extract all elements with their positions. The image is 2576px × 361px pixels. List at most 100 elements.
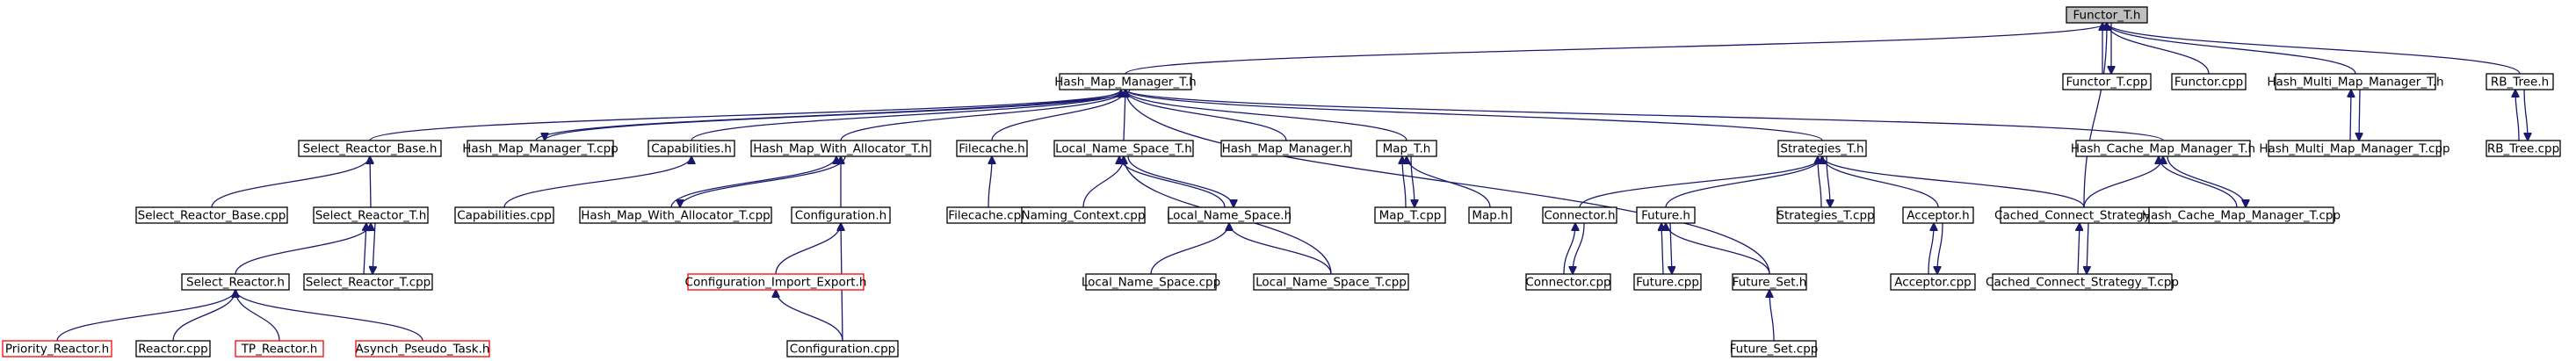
node-box[interactable] <box>1731 340 1817 357</box>
node-box[interactable] <box>2062 73 2152 90</box>
node-box[interactable] <box>2 340 112 357</box>
node-future-set-h[interactable]: Future_Set.h <box>1732 273 1807 291</box>
node-rb-tree-h[interactable]: RB_Tree.h <box>2486 73 2554 90</box>
node-connector-h[interactable]: Connector.h <box>1542 206 1617 224</box>
node-asynch-pseudo-task-h[interactable]: Asynch_Pseudo_Task.h <box>355 340 490 357</box>
node-select-reactor-t-cpp[interactable]: Select_Reactor_T.cpp <box>303 273 433 291</box>
node-box[interactable] <box>1253 273 1409 291</box>
node-hash-map-manager-t-cpp[interactable]: Hash_Map_Manager_T.cpp <box>462 140 619 157</box>
node-box[interactable] <box>181 273 290 291</box>
node-box[interactable] <box>1085 273 1217 291</box>
node-box[interactable] <box>1776 206 1875 224</box>
node-hash-map-with-allocator-t-cpp[interactable]: Hash_Map_With_Allocator_T.cpp <box>579 206 772 224</box>
node-naming-context-cpp[interactable]: Naming_Context.cpp <box>1021 206 1146 224</box>
node-hash-map-manager-t-h[interactable]: Hash_Map_Manager_T.h <box>1054 73 1197 90</box>
edge-hash-map-with-allocator-t-cpp-to-hash-map-with-allocator-t-h <box>670 156 836 208</box>
node-tp-reactor-h[interactable]: TP_Reactor.h <box>235 340 324 357</box>
node-cached-connect-strategy-t-cpp[interactable]: Cached_Connect_Strategy_T.cpp <box>1986 273 2179 291</box>
node-box[interactable] <box>1220 140 1352 157</box>
node-box[interactable] <box>687 273 865 291</box>
node-map-t-cpp[interactable]: Map_T.cpp <box>1374 206 1446 224</box>
node-box[interactable] <box>1633 273 1702 291</box>
node-box[interactable] <box>2148 206 2334 224</box>
node-box[interactable] <box>135 206 288 224</box>
node-box[interactable] <box>2171 73 2247 90</box>
node-box[interactable] <box>303 273 433 291</box>
node-box[interactable] <box>1890 273 1976 291</box>
node-box[interactable] <box>2075 140 2251 157</box>
node-box[interactable] <box>1021 206 1146 224</box>
node-hash-map-with-allocator-t-h[interactable]: Hash_Map_With_Allocator_T.h <box>750 140 931 157</box>
node-map-t-h[interactable]: Map_T.h <box>1376 140 1437 157</box>
node-functor-t-cpp[interactable]: Functor_T.cpp <box>2062 73 2152 90</box>
node-box[interactable] <box>1542 206 1617 224</box>
node-map-h[interactable]: Map.h <box>1468 206 1512 224</box>
node-box[interactable] <box>355 340 490 357</box>
node-box[interactable] <box>791 206 891 224</box>
node-cached-connect-strategy-t-h[interactable]: Cached_Connect_Strategy_T.h <box>1994 206 2174 224</box>
node-local-name-space-t-cpp[interactable]: Local_Name_Space_T.cpp <box>1253 273 1409 291</box>
node-local-name-space-cpp[interactable]: Local_Name_Space.cpp <box>1082 273 1220 291</box>
node-box[interactable] <box>2486 73 2554 90</box>
node-box[interactable] <box>1636 206 1696 224</box>
node-acceptor-cpp[interactable]: Acceptor.cpp <box>1890 273 1976 291</box>
node-hash-multi-map-manager-t-cpp[interactable]: Hash_Multi_Map_Manager_T.cpp <box>2259 140 2450 157</box>
node-strategies-t-cpp[interactable]: Strategies_T.cpp <box>1776 206 1875 224</box>
node-hash-map-manager-h[interactable]: Hash_Map_Manager.h <box>1220 140 1352 157</box>
node-box[interactable] <box>579 206 772 224</box>
node-label: Asynch_Pseudo_Task.h <box>356 343 490 357</box>
node-capabilities-h[interactable]: Capabilities.h <box>648 140 735 157</box>
node-label: Configuration.h <box>795 209 886 223</box>
node-connector-cpp[interactable]: Connector.cpp <box>1525 273 1611 291</box>
node-functor-cpp[interactable]: Functor.cpp <box>2171 73 2247 90</box>
node-select-reactor-base-cpp[interactable]: Select_Reactor_Base.cpp <box>135 206 288 224</box>
node-hash-multi-map-manager-t-h[interactable]: Hash_Multi_Map_Manager_T.h <box>2267 73 2444 90</box>
node-box[interactable] <box>1902 206 1974 224</box>
node-box[interactable] <box>2275 73 2436 90</box>
node-priority-reactor-h[interactable]: Priority_Reactor.h <box>2 340 112 357</box>
node-capabilities-cpp[interactable]: Capabilities.cpp <box>454 206 554 224</box>
node-box[interactable] <box>2486 140 2561 157</box>
node-box[interactable] <box>467 140 614 157</box>
node-box[interactable] <box>1053 140 1194 157</box>
node-configuration-cpp[interactable]: Configuration.cpp <box>786 340 899 357</box>
node-future-h[interactable]: Future.h <box>1636 206 1696 224</box>
node-box[interactable] <box>648 140 735 157</box>
node-filecache-cpp[interactable]: Filecache.cpp <box>946 206 1031 224</box>
node-box[interactable] <box>1376 140 1437 157</box>
node-box[interactable] <box>1468 206 1512 224</box>
node-box[interactable] <box>1168 206 1291 224</box>
node-box[interactable] <box>750 140 931 157</box>
node-box[interactable] <box>1732 273 1807 291</box>
node-future-cpp[interactable]: Future.cpp <box>1633 273 1702 291</box>
node-box[interactable] <box>2268 140 2442 157</box>
node-box[interactable] <box>235 340 324 357</box>
node-local-name-space-h[interactable]: Local_Name_Space.h <box>1167 206 1292 224</box>
node-box[interactable] <box>1525 273 1611 291</box>
node-box[interactable] <box>298 140 442 157</box>
node-box[interactable] <box>1059 73 1192 90</box>
node-reactor-cpp[interactable]: Reactor.cpp <box>135 340 211 357</box>
node-strategies-t-h[interactable]: Strategies_T.h <box>1777 140 1867 157</box>
node-box[interactable] <box>135 340 211 357</box>
node-box[interactable] <box>1992 273 2173 291</box>
node-box[interactable] <box>313 206 429 224</box>
node-box[interactable] <box>454 206 554 224</box>
node-box[interactable] <box>786 340 899 357</box>
node-rb-tree-cpp[interactable]: RB_Tree.cpp <box>2486 140 2561 157</box>
node-hash-cache-map-manager-t-cpp[interactable]: Hash_Cache_Map_Manager_T.cpp <box>2142 206 2341 224</box>
node-configuration-h[interactable]: Configuration.h <box>791 206 891 224</box>
node-filecache-h[interactable]: Filecache.h <box>956 140 1028 157</box>
node-box[interactable] <box>956 140 1028 157</box>
node-select-reactor-h[interactable]: Select_Reactor.h <box>181 273 290 291</box>
node-configuration-import-export-h[interactable]: Configuration_Import_Export.h <box>685 273 867 291</box>
node-local-name-space-t-h[interactable]: Local_Name_Space_T.h <box>1053 140 1194 157</box>
node-acceptor-h[interactable]: Acceptor.h <box>1902 206 1974 224</box>
node-box[interactable] <box>1777 140 1867 157</box>
node-select-reactor-t-h[interactable]: Select_Reactor_T.h <box>313 206 429 224</box>
node-box[interactable] <box>1374 206 1446 224</box>
edge-local-name-space-t-cpp-to-local-name-space-h <box>1229 223 1332 275</box>
node-future-set-cpp[interactable]: Future_Set.cpp <box>1730 340 1819 357</box>
node-select-reactor-base-h[interactable]: Select_Reactor_Base.h <box>298 140 442 157</box>
node-hash-cache-map-manager-t-h[interactable]: Hash_Cache_Map_Manager_T.h <box>2071 140 2255 157</box>
